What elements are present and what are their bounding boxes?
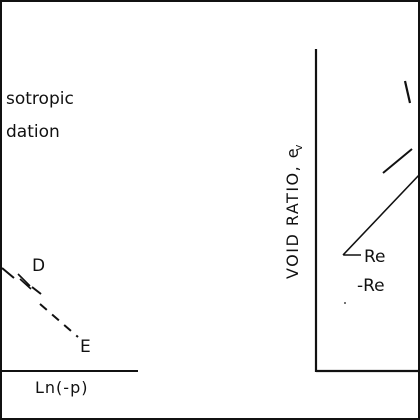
right-panel: VOID RATIO, e v Re -Re: [283, 49, 420, 373]
left-panel: sotropic dation D E Ln(-p): [0, 89, 138, 397]
callout-leader-1: [342, 173, 420, 256]
point-d-label: D: [32, 256, 45, 276]
right-curve-fragment-top: [403, 80, 412, 104]
right-y-axis-label-subscript: v: [292, 144, 305, 151]
left-annotation-line2: dation: [6, 122, 60, 142]
callout-label-2: -Re: [357, 276, 385, 296]
right-curve-fragment-mid: [382, 148, 413, 174]
d-to-e-dashed-line: [39, 303, 79, 338]
callout-label-1: Re: [364, 247, 386, 267]
right-y-axis-label-text: VOID RATIO, e: [283, 147, 302, 279]
left-annotation-line1: sotropic: [6, 89, 74, 109]
curve-segment-double: [17, 273, 32, 290]
curve-segment-upper: [1, 267, 15, 279]
left-x-axis-label: Ln(-p): [35, 378, 88, 397]
point-e-label: E: [80, 337, 91, 357]
right-y-axis-label: VOID RATIO, e v: [283, 144, 305, 279]
right-speck: [344, 302, 346, 304]
point-d-marker: [31, 286, 42, 295]
